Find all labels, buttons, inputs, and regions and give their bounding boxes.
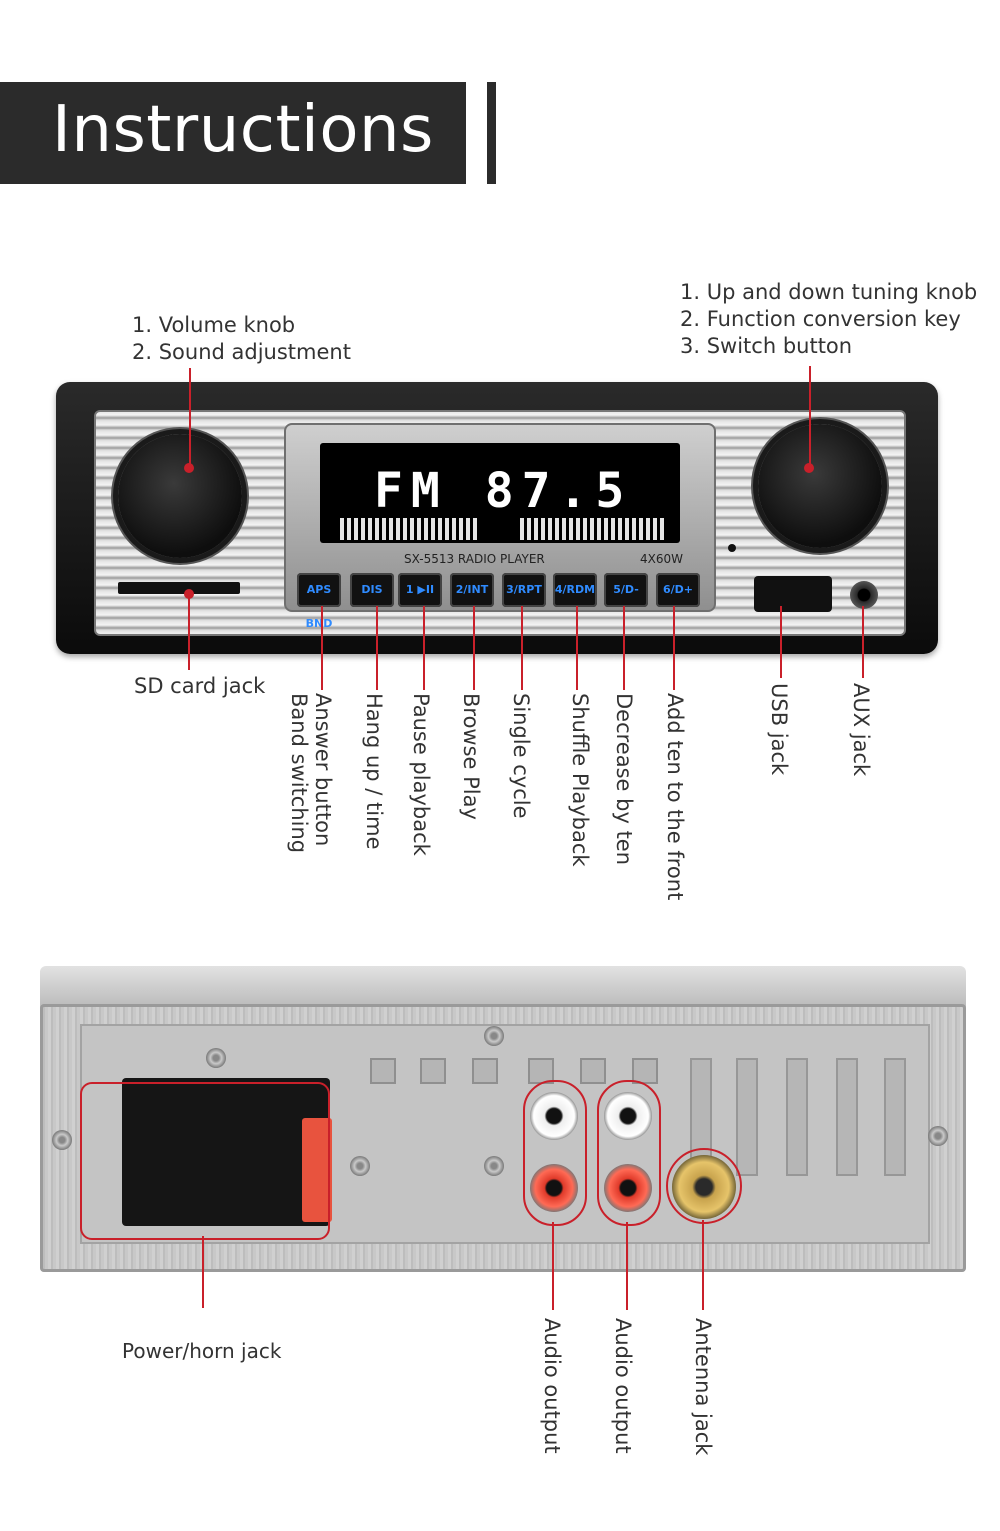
pointer-line (623, 606, 625, 690)
pointer-line (473, 606, 475, 690)
pointer-line (809, 366, 811, 470)
pointer-line (673, 606, 675, 690)
aps-bnd-button[interactable]: APS BND (297, 573, 341, 607)
add-ten-label: Add ten to the front (664, 693, 686, 900)
decrease-by-ten-label: Decrease by ten (613, 693, 635, 865)
pointer-line (702, 1220, 704, 1310)
volume-knob-notes: 1. Volume knob 2. Sound adjustment (132, 312, 351, 366)
equalizer-bars-right (520, 518, 666, 540)
tuning-knob[interactable] (758, 424, 882, 548)
audio-output-label: Audio output (541, 1318, 563, 1454)
vent-hole (420, 1058, 446, 1084)
aux-jack-label: AUX jack (850, 683, 872, 776)
hang-up-label: Hang up / time (363, 693, 385, 850)
pause-playback-label: Pause playback (410, 693, 432, 856)
band-switching-label: Band switching (288, 693, 310, 853)
ir-sensor (728, 544, 736, 552)
page-title: Instructions (52, 88, 434, 172)
model-label: SX-5513 RADIO PLAYER (404, 552, 545, 566)
audio-output-highlight (523, 1080, 587, 1226)
rpt-button[interactable]: 3/RPT (502, 573, 546, 607)
pointer-line (321, 606, 323, 690)
answer-button-label: Answer button (312, 693, 334, 846)
pointer-line (576, 606, 578, 690)
heat-fin (884, 1058, 906, 1176)
screw (928, 1126, 948, 1146)
screw (350, 1156, 370, 1176)
aux-port[interactable] (850, 581, 878, 609)
pointer-line (552, 1222, 554, 1310)
pointer-line (780, 606, 782, 678)
dis-button[interactable]: DIS (350, 573, 394, 607)
usb-port[interactable] (754, 576, 832, 612)
note-line: 1. Volume knob (132, 312, 351, 339)
audio-output-label: Audio output (612, 1318, 634, 1454)
heat-fin (786, 1058, 808, 1176)
pointer-line (521, 606, 523, 690)
pointer-line (189, 368, 191, 468)
power-horn-jack-label: Power/horn jack (122, 1338, 281, 1365)
note-line: 1. Up and down tuning knob (680, 279, 977, 306)
heat-fin (836, 1058, 858, 1176)
screw (484, 1026, 504, 1046)
power-rating-label: 4X60W (640, 552, 683, 566)
increase-button[interactable]: 6/D+ (656, 573, 700, 607)
pointer-line (202, 1236, 204, 1308)
pointer-dot (184, 463, 194, 473)
power-jack-highlight (80, 1082, 330, 1240)
vent-hole (370, 1058, 396, 1084)
play-pause-button[interactable]: 1 ▶II (398, 573, 442, 607)
pointer-dot (804, 463, 814, 473)
sd-card-label: SD card jack (134, 673, 265, 700)
single-cycle-label: Single cycle (510, 693, 532, 819)
browse-play-label: Browse Play (460, 693, 482, 820)
pointer-line (423, 606, 425, 690)
note-line: 2. Sound adjustment (132, 339, 351, 366)
screw (206, 1048, 226, 1068)
screw (52, 1130, 72, 1150)
pointer-line (188, 592, 190, 670)
antenna-highlight (666, 1148, 742, 1224)
volume-knob[interactable] (118, 434, 242, 558)
sd-card-slot[interactable] (118, 582, 240, 594)
pointer-line (626, 1222, 628, 1310)
int-button[interactable]: 2/INT (450, 573, 494, 607)
heat-fin (736, 1058, 758, 1176)
decrease-button[interactable]: 5/D- (604, 573, 648, 607)
vent-hole (472, 1058, 498, 1084)
equalizer-bars-left (340, 518, 480, 540)
shuffle-playback-label: Shuffle Playback (569, 693, 591, 867)
usb-jack-label: USB jack (768, 683, 790, 775)
pointer-line (376, 606, 378, 690)
note-line: 3. Switch button (680, 333, 977, 360)
audio-output-highlight (597, 1080, 661, 1226)
header-accent-bar (487, 82, 496, 184)
vent-hole (580, 1058, 606, 1084)
screw (484, 1156, 504, 1176)
antenna-jack-label: Antenna jack (692, 1318, 714, 1455)
frequency-readout: FM 87.5 (374, 466, 632, 516)
rdm-button[interactable]: 4/RDM (553, 573, 597, 607)
note-line: 2. Function conversion key (680, 306, 977, 333)
pointer-line (862, 606, 864, 678)
tuning-knob-notes: 1. Up and down tuning knob 2. Function c… (680, 279, 977, 360)
